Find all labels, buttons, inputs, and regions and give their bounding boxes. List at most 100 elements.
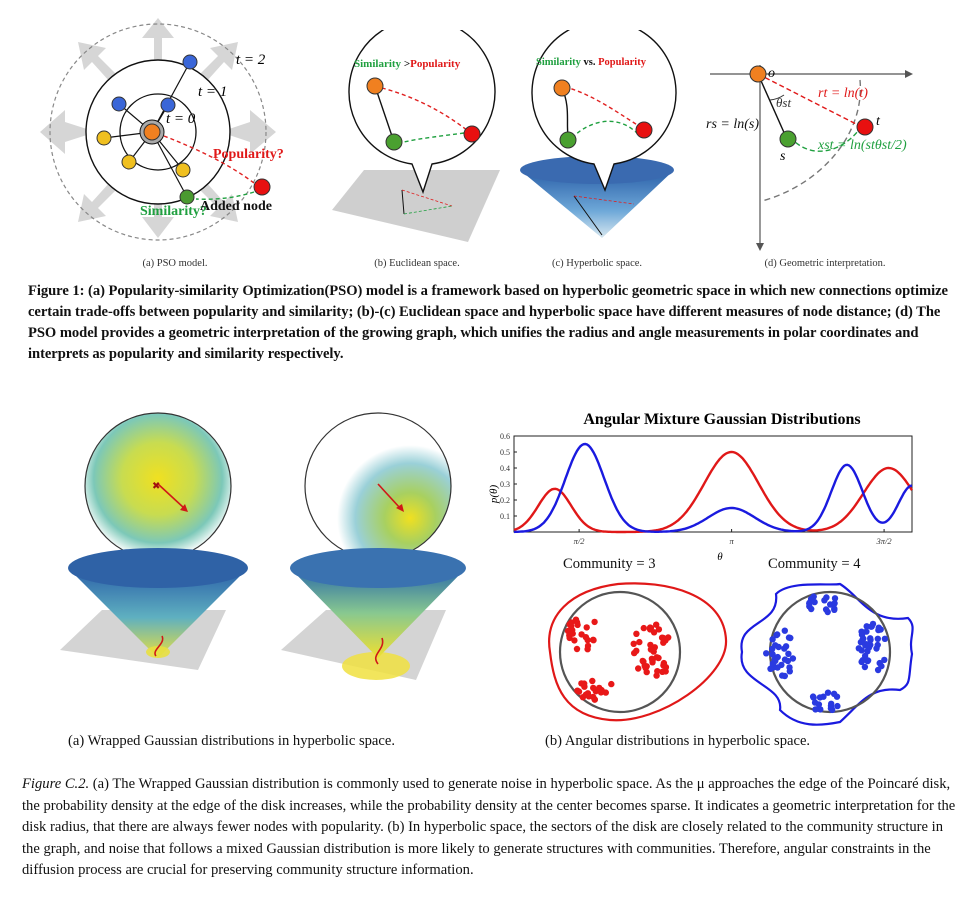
cluster-point (763, 650, 770, 657)
cluster-point (635, 665, 642, 672)
cluster-point (864, 657, 872, 664)
cluster-point (654, 668, 661, 675)
cluster-point (867, 635, 874, 642)
cluster-point (584, 636, 591, 644)
cluster-point (881, 635, 889, 642)
cluster-point (829, 706, 836, 714)
cluster-point (591, 696, 598, 703)
cluster-point (824, 608, 831, 616)
cluster-point (810, 694, 817, 701)
figure1-caption: Figure 1: (a) Popularity-similarity Opti… (28, 283, 948, 362)
y-tick-label: 0.6 (500, 432, 510, 441)
cluster-point (575, 688, 583, 695)
cluster-point (862, 641, 870, 648)
bubble-b-op: > (401, 58, 410, 70)
cluster-point (658, 634, 666, 641)
popularity-label: Popularity? (213, 147, 284, 162)
cluster-point (590, 684, 597, 692)
figure2a-wrapped-gaussian: ✖ (60, 412, 466, 680)
cluster-point (660, 662, 667, 669)
cluster-point (655, 626, 663, 633)
x-tick-label: π (729, 536, 734, 546)
cluster-point (595, 686, 603, 693)
cluster-point (653, 654, 660, 661)
cluster-point (767, 665, 774, 672)
cluster-point (590, 637, 597, 644)
cluster-point (608, 680, 615, 688)
cluster-point (568, 623, 575, 630)
cluster-point (636, 638, 643, 646)
bubble-b-sim: Similarity (354, 58, 402, 70)
svg-text:Similarity vs. Popularity: Similarity vs. Popularity (536, 57, 647, 68)
series-line-0 (513, 450, 913, 534)
added-node-label: Added node (200, 199, 272, 214)
cluster-point (859, 636, 866, 643)
bubble-b-pop: Popularity (410, 58, 461, 70)
cluster-point (773, 631, 780, 639)
cluster-point (643, 668, 650, 676)
panel-c-hyperbolic-diagram: Similarity vs. Popularity (520, 30, 677, 238)
cluster-point (585, 693, 593, 700)
cluster-point (874, 635, 881, 642)
community3-label: Community = 3 (563, 556, 656, 572)
chart-title: Angular Mixture Gaussian Distributions (583, 411, 860, 428)
cluster-point (868, 623, 875, 630)
x-tick-label: 3π/2 (876, 536, 893, 546)
y-tick-label: 0.4 (500, 464, 510, 473)
cluster-point (646, 624, 654, 631)
label-theta: θst (776, 95, 791, 110)
subcaption-c: (c) Hyperbolic space. (551, 258, 643, 269)
cluster-point (781, 656, 789, 663)
cluster-point (631, 649, 638, 657)
label-t1: t = 1 (198, 84, 227, 100)
figure2-subcaption-b: (b) Angular distributions in hyperbolic … (545, 733, 811, 749)
cluster-point (815, 701, 823, 708)
cluster-point (816, 694, 824, 701)
cluster-point (874, 666, 882, 674)
cluster-point (769, 651, 776, 658)
cluster-point (876, 659, 883, 667)
y-tick-label: 0.5 (500, 448, 510, 457)
cluster-point (775, 643, 782, 651)
cluster-point (578, 631, 585, 638)
community3-disk (558, 590, 682, 714)
cluster-point (650, 629, 658, 636)
cluster-point (817, 706, 824, 713)
cluster-point (769, 645, 776, 653)
community4-label: Community = 4 (768, 556, 861, 572)
cluster-point (834, 702, 841, 710)
cluster-point (569, 630, 576, 637)
cluster-point (653, 621, 660, 628)
cluster-point (855, 645, 862, 652)
cluster-point (640, 624, 647, 632)
figure2-caption-text: (a) The Wrapped Gaussian distribution is… (22, 776, 956, 878)
cluster-point (881, 656, 888, 664)
chart-xlabel: θ (717, 551, 723, 562)
panel-d-geometric-diagram: o t s θst rt = ln(t) rs = ln(s) xst = ln… (706, 65, 913, 251)
cluster-point (806, 603, 813, 610)
cluster-point (781, 627, 788, 634)
label-t2: t = 2 (236, 52, 266, 68)
y-tick-label: 0.2 (500, 496, 510, 505)
label-xst: xst = ln(stθst/2) (817, 138, 907, 153)
chart-plot-frame (513, 435, 913, 533)
bubble-c-op: vs. (581, 57, 598, 68)
cluster-point (589, 677, 596, 685)
cluster-point (571, 637, 578, 644)
y-tick-label: 0.3 (500, 480, 510, 489)
cluster-point (778, 661, 785, 669)
cluster-point (630, 640, 637, 647)
figure2-caption-label: Figure C.2. (22, 776, 90, 792)
cluster-point (833, 693, 841, 700)
cluster-point (807, 595, 815, 603)
cluster-point (873, 645, 880, 652)
label-t0: t = 0 (166, 111, 196, 127)
community4-boundary (740, 582, 914, 726)
cluster-point (633, 630, 640, 637)
cluster-point (573, 645, 581, 653)
cluster-point (859, 657, 866, 664)
cluster-point (572, 616, 580, 623)
cluster-point (581, 680, 588, 687)
subcaption-d: (d) Geometric interpretation. (764, 258, 886, 269)
label-t: t (876, 114, 881, 129)
